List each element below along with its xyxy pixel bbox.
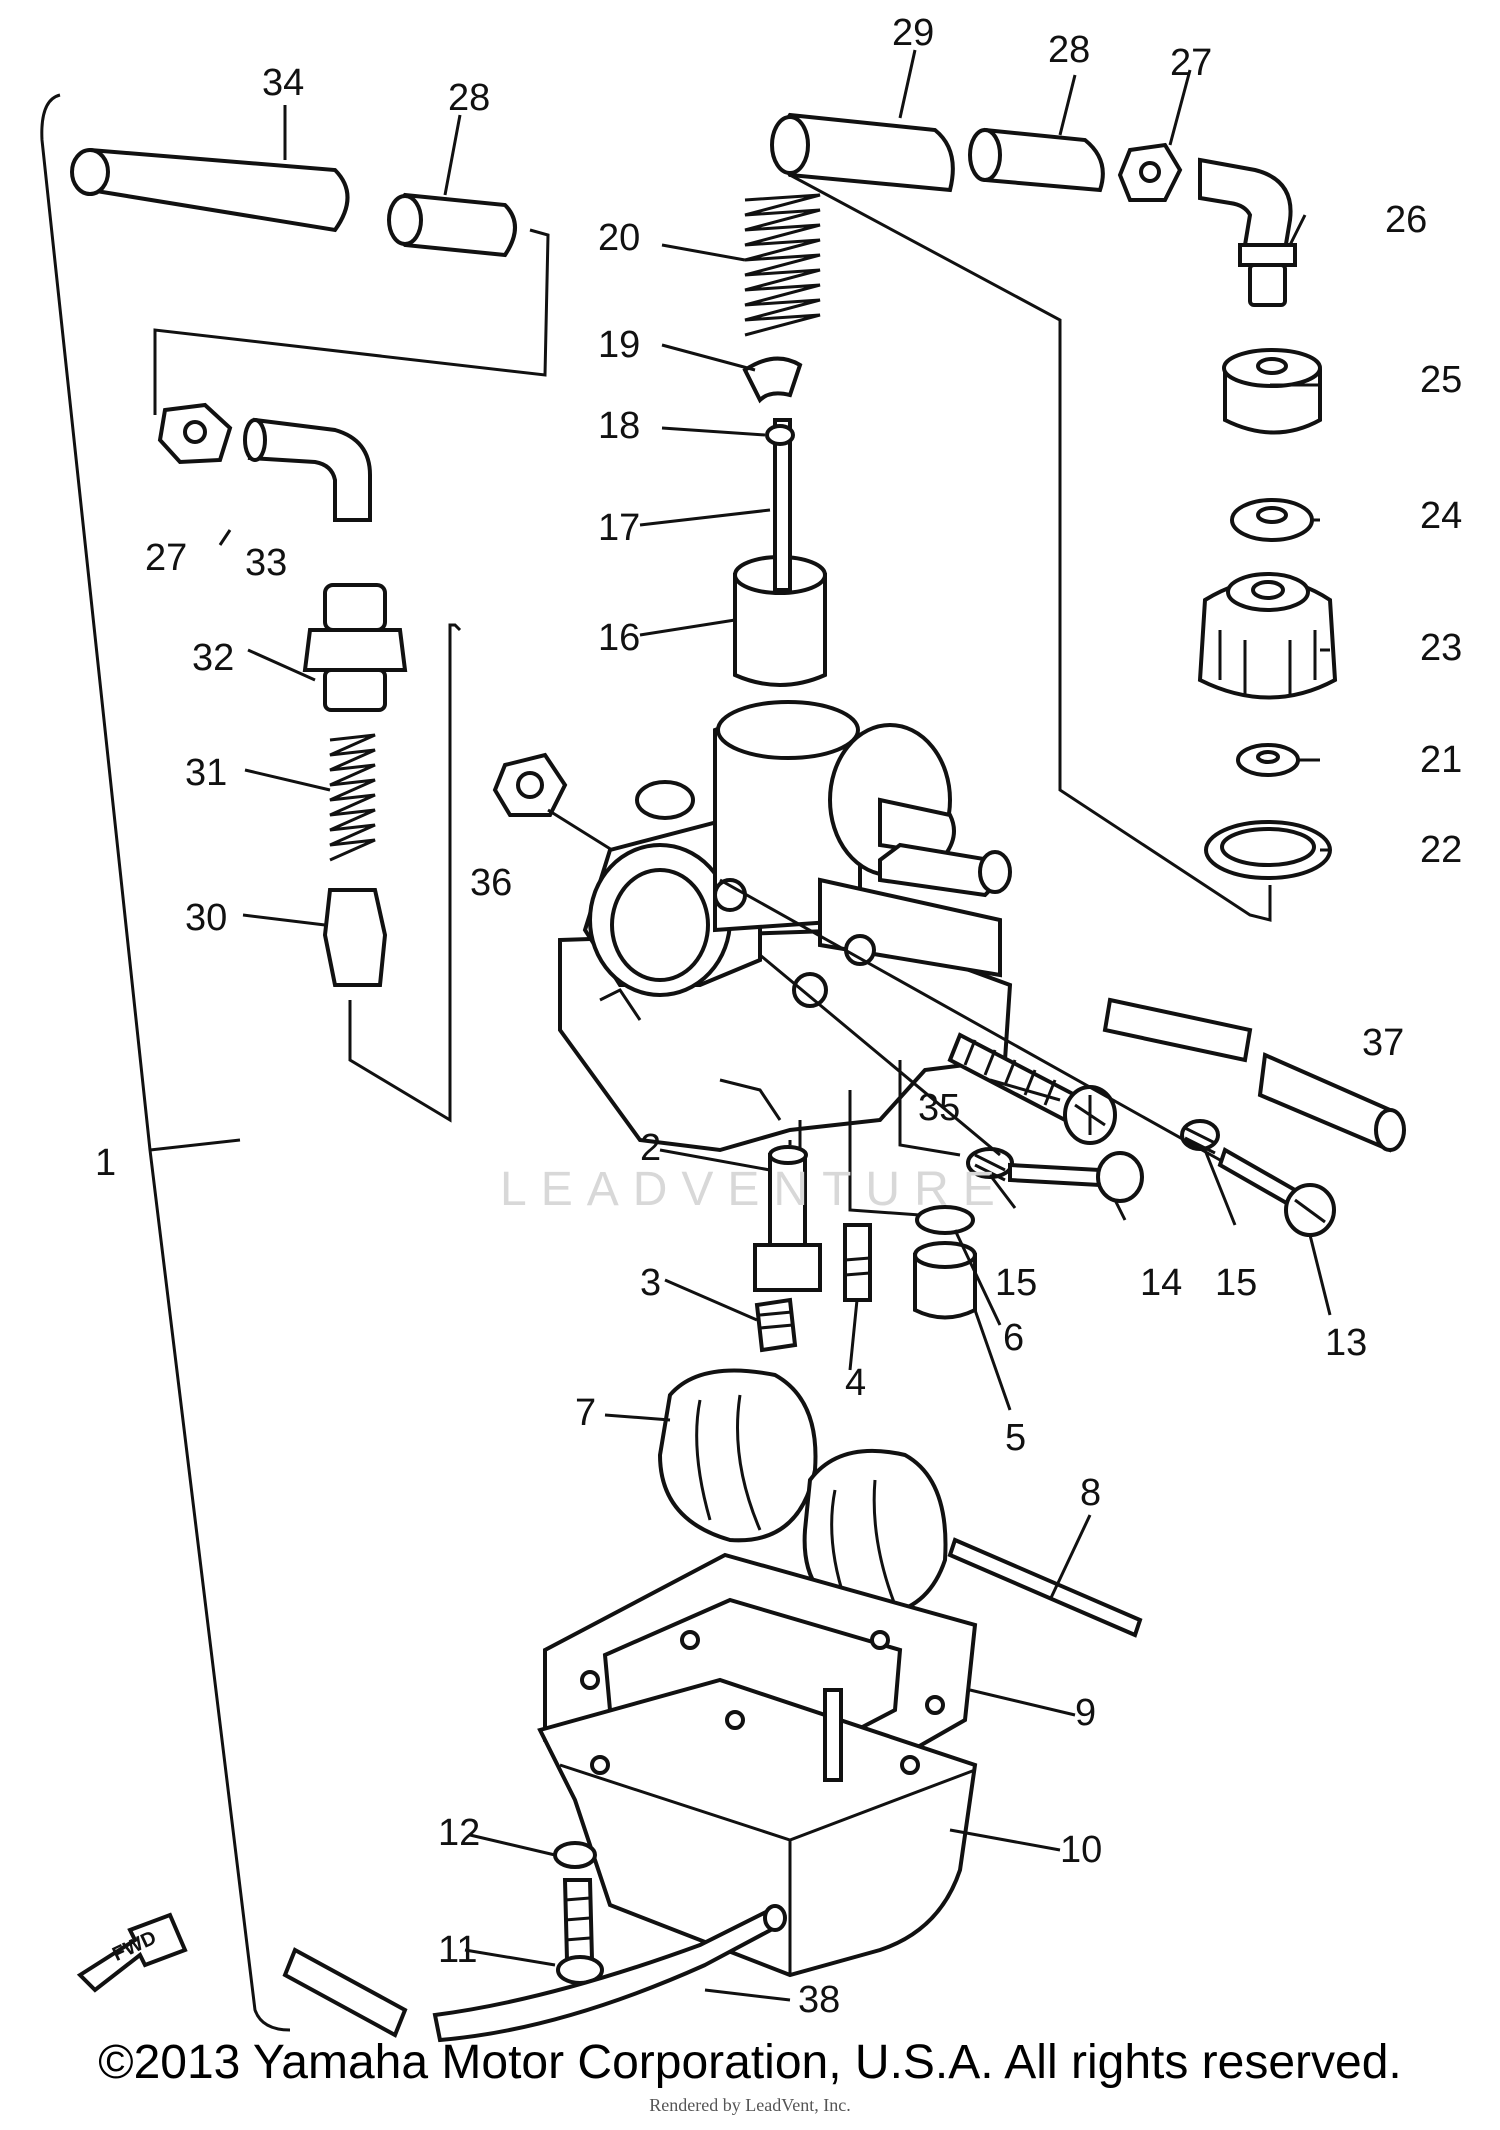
screw-routing-lines xyxy=(719,878,1221,1240)
label-28-left: 28 xyxy=(448,77,490,119)
label-9: 9 xyxy=(1075,1692,1096,1734)
label-13: 13 xyxy=(1325,1322,1367,1364)
part-20-spring xyxy=(744,193,821,337)
part-24-washer xyxy=(1230,498,1314,542)
label-30: 30 xyxy=(185,897,227,939)
label-15-right: 15 xyxy=(1215,1262,1257,1304)
label-27-left: 27 xyxy=(145,537,187,579)
label-35: 35 xyxy=(918,1087,960,1129)
part-14-pilot-screw xyxy=(1008,1151,1144,1203)
part-18-clip xyxy=(765,424,795,446)
label-27-right: 27 xyxy=(1170,42,1212,84)
label-37: 37 xyxy=(1362,1022,1404,1064)
part-31-spring xyxy=(329,733,376,862)
label-29: 29 xyxy=(892,12,934,54)
part-12-washer xyxy=(553,1841,597,1869)
part-27-nut-right xyxy=(1117,142,1183,202)
part-21-washer xyxy=(1236,743,1300,777)
label-34: 34 xyxy=(262,62,304,104)
label-7: 7 xyxy=(575,1392,596,1434)
part-34-hose xyxy=(70,147,350,233)
part-5-valve-seat xyxy=(913,1241,977,1320)
label-33: 33 xyxy=(245,542,287,584)
label-32: 32 xyxy=(192,637,234,679)
part-22-gasket xyxy=(1204,820,1332,880)
label-12: 12 xyxy=(438,1812,480,1854)
label-19: 19 xyxy=(598,324,640,366)
label-11: 11 xyxy=(438,1929,477,1971)
label-20: 20 xyxy=(598,217,640,259)
part-32-fitting xyxy=(302,583,408,712)
label-36: 36 xyxy=(470,862,512,904)
label-8: 8 xyxy=(1080,1472,1101,1514)
label-23: 23 xyxy=(1420,627,1462,669)
label-16: 16 xyxy=(598,617,640,659)
leader-36-body xyxy=(547,808,621,857)
part-27-nut-left xyxy=(157,402,233,465)
label-2: 2 xyxy=(640,1127,661,1169)
assembly-bracket-line xyxy=(40,93,291,2032)
part-36-nut xyxy=(492,752,568,817)
label-26: 26 xyxy=(1385,199,1427,241)
part-8-float-pin xyxy=(947,1537,1143,1638)
carburetor-body xyxy=(558,700,1013,1153)
plunger-routing-bracket xyxy=(348,623,462,1123)
part-30-plunger xyxy=(322,888,388,987)
part-4-pilot-jet xyxy=(843,1223,872,1302)
label-24: 24 xyxy=(1420,495,1462,537)
render-credit: Rendered by LeadVent, Inc. xyxy=(649,2095,851,2115)
label-25: 25 xyxy=(1420,359,1462,401)
label-1: 1 xyxy=(95,1142,116,1184)
part-37-pipe xyxy=(1102,997,1406,1153)
label-22: 22 xyxy=(1420,829,1462,871)
part-25-cap xyxy=(1222,348,1322,435)
label-10: 10 xyxy=(1060,1829,1102,1871)
part-33-elbow xyxy=(243,417,372,522)
throttle-stop-assembly xyxy=(878,842,1012,898)
part-labels: 34 28 29 28 27 26 20 19 18 17 16 25 24 2… xyxy=(95,12,1462,2021)
part-2-needle-jet xyxy=(753,1145,822,1292)
part-6-washer xyxy=(915,1205,975,1235)
part-28-hose-left xyxy=(387,192,517,258)
leader-lines xyxy=(149,49,1332,2002)
copyright-notice: ©2013 Yamaha Motor Corporation, U.S.A. A… xyxy=(98,2036,1402,2089)
label-28-right: 28 xyxy=(1048,29,1090,71)
forward-direction-icon: FWD xyxy=(76,1912,188,1993)
label-38: 38 xyxy=(798,1979,840,2021)
part-10-float-bowl xyxy=(537,1677,978,1978)
label-31: 31 xyxy=(185,752,227,794)
part-23-top-cap xyxy=(1197,572,1338,700)
part-3-main-jet xyxy=(754,1297,798,1353)
part-13-air-screw xyxy=(1217,1147,1336,1237)
label-17: 17 xyxy=(598,507,640,549)
label-21: 21 xyxy=(1420,739,1462,781)
label-6: 6 xyxy=(1003,1317,1024,1359)
part-38-drain-hose xyxy=(282,1904,787,2043)
label-15-left: 15 xyxy=(995,1262,1037,1304)
part-17-needle xyxy=(773,418,792,592)
watermark-text: LEADVENTURE xyxy=(500,1163,1009,1216)
part-29-hose xyxy=(770,112,955,193)
hose-routing-bracket-left xyxy=(153,228,550,415)
label-3: 3 xyxy=(640,1262,661,1304)
part-19-retainer xyxy=(742,356,803,404)
part-28-hose-right xyxy=(968,127,1105,193)
label-4: 4 xyxy=(845,1362,866,1404)
part-11-drain-screw xyxy=(556,1878,604,1985)
part-26-elbow xyxy=(1198,157,1297,307)
label-18: 18 xyxy=(598,405,640,447)
label-14: 14 xyxy=(1140,1262,1182,1304)
part-35-screw xyxy=(947,1032,1117,1145)
label-5: 5 xyxy=(1005,1417,1026,1459)
top-cap-routing-line xyxy=(789,173,1272,922)
